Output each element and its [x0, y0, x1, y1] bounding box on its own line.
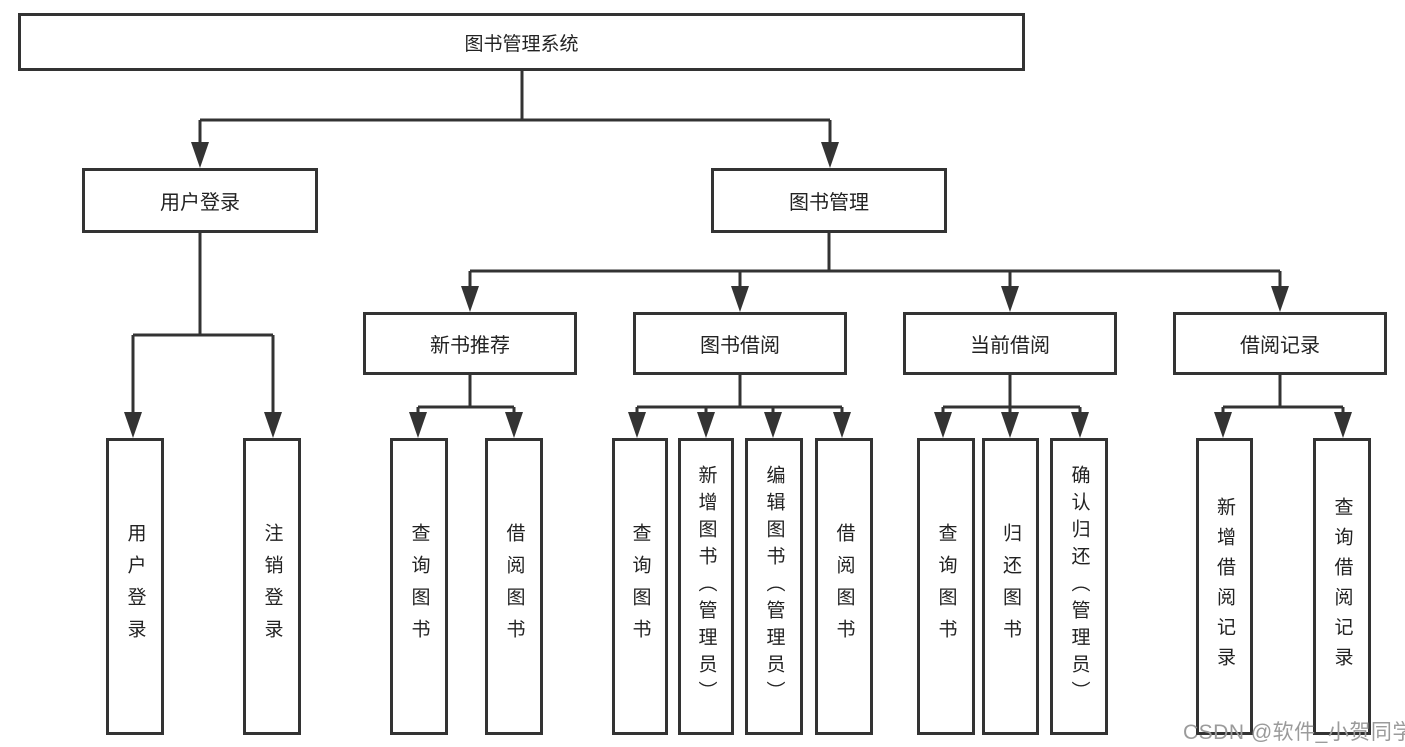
- node-root-label: 图书管理系统: [464, 33, 579, 55]
- leaf-add-book-admin-label: 新增图书（管理员）: [695, 465, 717, 708]
- leaf-borrow-book-recommend-label: 借阅图书: [503, 522, 525, 651]
- branch-current-borrow: [934, 374, 1089, 438]
- leaf-add-borrow-record: 新增借阅记录: [1196, 438, 1253, 735]
- leaf-query-book-recommend: 查询图书: [390, 438, 448, 735]
- leaf-add-borrow-record-label: 新增借阅记录: [1214, 496, 1235, 677]
- branch-borrow-record: [1214, 374, 1352, 438]
- arrowhead: [697, 412, 715, 438]
- arrowhead: [505, 412, 523, 438]
- node-borrow-record: 借阅记录: [1173, 312, 1387, 375]
- leaf-logout-label: 注销登录: [261, 522, 283, 651]
- arrowhead: [731, 286, 749, 312]
- arrowhead: [124, 412, 142, 438]
- leaf-query-borrow-record: 查询借阅记录: [1313, 438, 1371, 735]
- node-current-borrow: 当前借阅: [903, 312, 1117, 375]
- leaf-edit-book-admin: 编辑图书（管理员）: [745, 438, 803, 735]
- arrowhead: [628, 412, 646, 438]
- leaf-logout: 注销登录: [243, 438, 301, 735]
- branch-root: [191, 69, 839, 168]
- node-root: 图书管理系统: [18, 13, 1025, 71]
- node-borrow-record-label: 借阅记录: [1240, 335, 1320, 357]
- arrowhead: [821, 142, 839, 168]
- leaf-user-login-label: 用户登录: [124, 522, 146, 651]
- arrowhead: [191, 142, 209, 168]
- arrowhead: [461, 286, 479, 312]
- branch-book-borrow: [628, 374, 851, 438]
- arrowhead: [409, 412, 427, 438]
- leaf-return-book-label: 归还图书: [1000, 522, 1021, 651]
- arrowhead: [833, 412, 851, 438]
- leaf-confirm-return-admin-label: 确认归还（管理员）: [1068, 465, 1090, 708]
- arrowhead: [1271, 286, 1289, 312]
- leaf-borrow-book-label: 借阅图书: [833, 522, 855, 651]
- arrowhead: [1001, 412, 1019, 438]
- arrowhead: [764, 412, 782, 438]
- arrowhead: [1001, 286, 1019, 312]
- leaf-query-book-current: 查询图书: [917, 438, 975, 735]
- branch-new-book-recommend: [409, 374, 523, 438]
- arrowhead: [1334, 412, 1352, 438]
- leaf-add-book-admin: 新增图书（管理员）: [678, 438, 734, 735]
- leaf-query-book-borrow-label: 查询图书: [629, 522, 651, 651]
- branch-book-management: [461, 232, 1289, 312]
- node-user-login: 用户登录: [82, 168, 318, 233]
- leaf-query-borrow-record-label: 查询借阅记录: [1331, 496, 1353, 677]
- node-user-login-label: 用户登录: [160, 192, 240, 214]
- arrowhead: [1071, 412, 1089, 438]
- arrowhead: [264, 412, 282, 438]
- csdn-watermark: CSDN @软件_小贺同学: [1183, 721, 1405, 744]
- leaf-confirm-return-admin: 确认归还（管理员）: [1050, 438, 1108, 735]
- leaf-return-book: 归还图书: [982, 438, 1039, 735]
- node-book-management-label: 图书管理: [789, 192, 869, 214]
- node-new-book-recommend-label: 新书推荐: [430, 335, 510, 357]
- leaf-query-book-borrow: 查询图书: [612, 438, 668, 735]
- leaf-edit-book-admin-label: 编辑图书（管理员）: [763, 465, 785, 708]
- leaf-query-book-recommend-label: 查询图书: [408, 522, 430, 651]
- arrowhead: [934, 412, 952, 438]
- node-new-book-recommend: 新书推荐: [363, 312, 577, 375]
- leaf-user-login: 用户登录: [106, 438, 164, 735]
- leaf-borrow-book: 借阅图书: [815, 438, 873, 735]
- node-book-borrow: 图书借阅: [633, 312, 847, 375]
- leaf-query-book-current-label: 查询图书: [935, 522, 957, 651]
- node-book-borrow-label: 图书借阅: [700, 335, 780, 357]
- branch-user-login: [124, 232, 282, 438]
- leaf-borrow-book-recommend: 借阅图书: [485, 438, 543, 735]
- node-current-borrow-label: 当前借阅: [970, 335, 1050, 357]
- node-book-management: 图书管理: [711, 168, 947, 233]
- arrowhead: [1214, 412, 1232, 438]
